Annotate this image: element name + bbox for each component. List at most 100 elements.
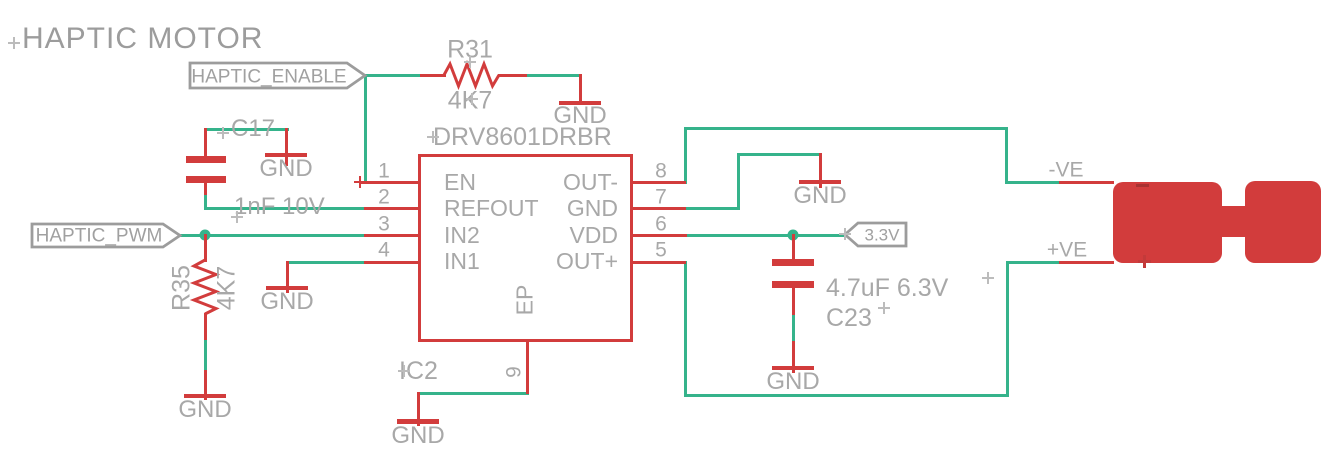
net-vdd-wire[interactable] <box>684 233 846 237</box>
net-outplus-wire[interactable] <box>683 260 687 397</box>
gnd-lead[interactable] <box>416 392 420 426</box>
ic-pin-number: 1 <box>378 159 390 183</box>
net-outplus-wire[interactable] <box>1005 260 1009 397</box>
ic-pin-label-gnd: GND <box>566 195 618 221</box>
gnd-lead[interactable] <box>203 370 207 400</box>
net-c23-gnd-wire[interactable] <box>791 315 795 343</box>
net-flag-haptic-pwm[interactable] <box>30 222 185 250</box>
resistor-r31-body[interactable] <box>442 59 502 91</box>
capacitor-c17-value: 1nF 10V <box>234 193 325 220</box>
gnd-label: GND <box>793 182 847 209</box>
gnd-symbol[interactable] <box>266 285 308 290</box>
ic-pin-label-refout: REFOUT <box>444 195 539 221</box>
capacitor-c23-plate[interactable] <box>772 258 814 266</box>
net-enable-wire[interactable] <box>363 73 367 184</box>
net-outminus-wire[interactable] <box>1004 127 1008 184</box>
ic-pin2-lead[interactable] <box>364 206 421 210</box>
motor-body[interactable] <box>1113 182 1222 263</box>
ic-pin-number: 9 <box>502 366 526 378</box>
origin-cross <box>427 131 439 143</box>
ic-pin-number: 3 <box>378 212 390 236</box>
origin-cross <box>231 211 243 223</box>
net-enable-wire[interactable] <box>525 73 581 77</box>
net-pwm-wire[interactable] <box>179 233 366 237</box>
gnd-lead[interactable] <box>284 128 288 166</box>
resistor-r31-lead[interactable] <box>420 73 446 77</box>
ic-pin7-lead[interactable] <box>631 206 686 210</box>
net-outplus-wire[interactable] <box>1005 260 1062 264</box>
net-outminus-wire[interactable] <box>683 127 687 184</box>
net-outminus-wire[interactable] <box>1004 180 1061 184</box>
ic-pin3-lead[interactable] <box>364 233 421 237</box>
ic-pin6-lead[interactable] <box>631 233 687 237</box>
net-refout-wire[interactable] <box>203 206 367 210</box>
ic-pin-number: 7 <box>655 185 667 209</box>
capacitor-c23-lead[interactable] <box>791 287 795 317</box>
origin-cross <box>464 56 476 68</box>
capacitor-c23-ref: C23 <box>826 304 872 332</box>
supply-flag-3v3[interactable] <box>842 221 911 249</box>
ic-drv8601-body[interactable] <box>418 154 633 342</box>
motor-pos-label: +VE <box>1046 238 1088 262</box>
ic-pin-number: 6 <box>655 212 667 236</box>
net-icgnd-wire[interactable] <box>736 152 740 210</box>
net-icgnd-wire[interactable] <box>684 206 739 210</box>
gnd-symbol[interactable] <box>772 365 814 370</box>
gnd-lead[interactable] <box>285 261 289 293</box>
capacitor-c17-plate[interactable] <box>186 175 226 183</box>
gnd-symbol[interactable] <box>397 419 439 424</box>
resistor-r35-lead[interactable] <box>203 234 207 262</box>
net-ep-wire[interactable] <box>416 391 529 395</box>
capacitor-c17-lead[interactable] <box>203 182 207 195</box>
net-flag-haptic-enable[interactable] <box>188 61 370 91</box>
ic-pin4-lead[interactable] <box>364 260 421 264</box>
motor-shaft[interactable] <box>1219 206 1248 237</box>
capacitor-c17-lead[interactable] <box>203 128 207 157</box>
motor-plus-mark <box>1142 255 1146 268</box>
ic-pin-label-in1: IN1 <box>444 248 480 274</box>
resistor-r31-lead[interactable] <box>498 73 527 77</box>
resistor-r35-lead[interactable] <box>203 313 207 340</box>
net-in1-wire[interactable] <box>286 260 366 264</box>
gnd-symbol[interactable] <box>184 393 226 398</box>
gnd-lead[interactable] <box>578 73 582 104</box>
motor-pos-lead[interactable] <box>1059 260 1114 264</box>
net-c17-wire[interactable] <box>203 127 289 131</box>
capacitor-c17-plate[interactable] <box>186 155 226 163</box>
gnd-label: GND <box>391 422 445 449</box>
ic-pin-label-vdd: VDD <box>569 222 618 248</box>
gnd-lead[interactable] <box>791 341 795 373</box>
capacitor-c23-value: 4.7uF 6.3V <box>826 274 949 302</box>
net-flag-haptic-enable-label: HAPTIC_ENABLE <box>191 66 347 87</box>
motor-neg-lead[interactable] <box>1059 180 1114 184</box>
origin-cross <box>466 93 478 105</box>
supply-flag-3v3-label: 3.3V <box>864 225 900 245</box>
resistor-r35-value: 4K7 <box>212 265 241 311</box>
motor-minus-mark <box>1136 183 1149 187</box>
gnd-lead[interactable] <box>818 153 822 188</box>
gnd-symbol[interactable] <box>559 100 601 105</box>
ic-pin-label-outminus: OUT- <box>563 169 618 195</box>
gnd-symbol[interactable] <box>799 179 841 184</box>
resistor-r35-body[interactable] <box>189 258 221 318</box>
ic-pin8-lead[interactable] <box>631 180 686 184</box>
ic-pin1-lead[interactable] <box>359 180 421 184</box>
net-icgnd-wire[interactable] <box>736 152 822 156</box>
net-outminus-wire[interactable] <box>683 127 1008 130</box>
origin-cross <box>982 272 994 284</box>
net-enable-wire[interactable] <box>365 73 422 77</box>
capacitor-c23-lead[interactable] <box>791 234 795 260</box>
motor-weight[interactable] <box>1245 181 1321 263</box>
capacitor-c23-plate[interactable] <box>772 280 814 288</box>
net-r35-gnd-wire[interactable] <box>203 338 207 372</box>
ic-pin5-lead[interactable] <box>631 260 686 264</box>
ic-part-number: DRV8601DRBR <box>433 123 612 151</box>
resistor-r31-value: 4K7 <box>447 86 493 115</box>
net-refout-wire[interactable] <box>203 193 207 210</box>
ic-pin-number: 5 <box>655 238 667 262</box>
motor-neg-label: -VE <box>1048 158 1084 182</box>
ic-pin9-lead[interactable] <box>525 341 529 394</box>
gnd-symbol[interactable] <box>265 152 307 157</box>
net-outplus-wire[interactable] <box>683 393 1009 397</box>
